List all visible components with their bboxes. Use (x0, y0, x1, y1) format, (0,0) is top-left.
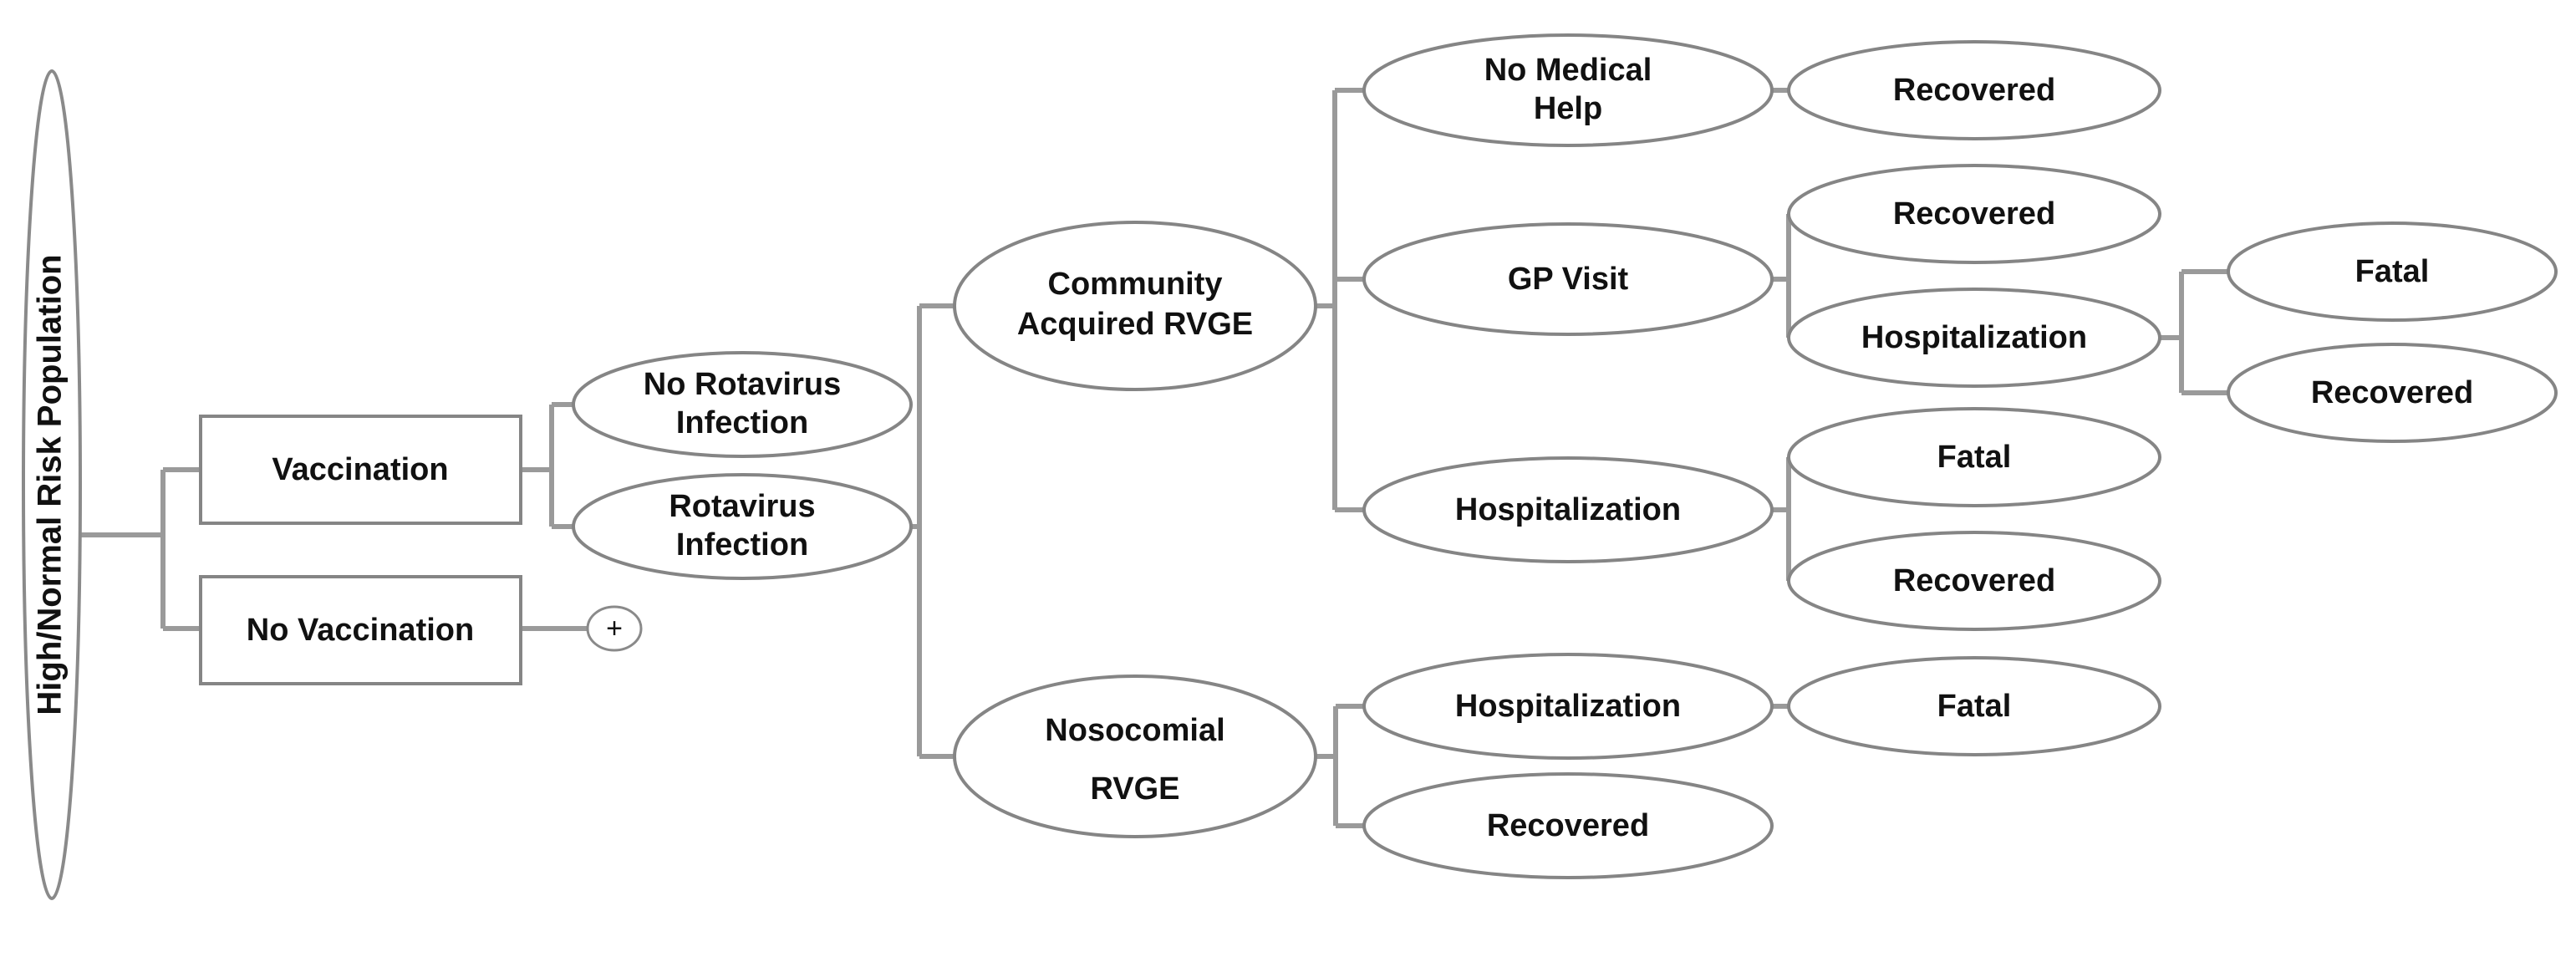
node-nosocomial-recovered[interactable]: Recovered (1362, 772, 1774, 879)
ca-hospitalization-recovered-ellipse-shape (1787, 531, 2161, 631)
vaccination-rect-shape (199, 415, 522, 525)
ca-hospitalization-ellipse-shape (1362, 456, 1774, 563)
no-rotavirus-infection-label-line1: No Rotavirus (644, 367, 841, 402)
node-expand-plus[interactable]: + (586, 605, 643, 652)
ca-hospitalization-recovered-label: Recovered (1893, 563, 2055, 598)
plus-icon: + (606, 613, 623, 644)
gp-visit-label: GP Visit (1508, 262, 1629, 297)
connector-nosocomial-split (1316, 704, 1364, 828)
gp-hospitalization-fatal-label: Fatal (2355, 254, 2430, 289)
nmh-recovered-ellipse-shape (1787, 40, 2161, 140)
gp-recovered-label: Recovered (1893, 196, 2055, 232)
no-medical-help-label-line2: Help (1534, 91, 1602, 126)
connector-vaccination-split (521, 402, 573, 529)
ca-hospitalization-label: Hospitalization (1455, 492, 1681, 527)
node-nosocomial-hospitalization-fatal[interactable]: Fatal (1787, 656, 2161, 756)
no-rotavirus-infection-ellipse-shape (572, 351, 913, 458)
gp-visit-ellipse-shape (1362, 222, 1774, 336)
rotavirus-infection-label-line2: Infection (676, 527, 808, 562)
community-acquired-rvge-label-line1: Community (1048, 267, 1223, 302)
connector-gp-hospitalization-split (2160, 269, 2228, 395)
gp-recovered-ellipse-shape (1787, 164, 2161, 264)
no-medical-help-ellipse-shape (1362, 33, 1774, 147)
node-gp-hospitalization-fatal[interactable]: Fatal (2227, 221, 2558, 322)
node-ca-hospitalization[interactable]: Hospitalization (1362, 456, 1774, 563)
no-rotavirus-infection-label-line2: Infection (676, 405, 808, 440)
no-vaccination-rect-shape (199, 575, 522, 685)
connector-root-split (81, 467, 201, 631)
connector-community-acquired-split (1316, 88, 1364, 512)
ca-hospitalization-fatal-ellipse-shape (1787, 407, 2161, 507)
node-gp-hospitalization[interactable]: Hospitalization (1787, 288, 2161, 388)
node-community-acquired-rvge[interactable]: Community Acquired RVGE (953, 221, 1317, 391)
gp-hospitalization-ellipse-shape (1787, 288, 2161, 388)
nosocomial-rvge-label-line1: Nosocomial (1045, 713, 1224, 748)
no-medical-help-label-line1: No Medical (1484, 53, 1652, 88)
nosocomial-recovered-label: Recovered (1487, 808, 1649, 843)
connector-rotavirus-split (911, 303, 955, 759)
ca-hospitalization-fatal-label: Fatal (1937, 440, 2012, 475)
connector-ca-hospitalization-split (1772, 455, 1791, 583)
node-gp-visit[interactable]: GP Visit (1362, 222, 1774, 336)
gp-hospitalization-label: Hospitalization (1861, 320, 2087, 355)
nosocomial-recovered-ellipse-shape (1362, 772, 1774, 879)
nosocomial-hospitalization-ellipse-shape (1362, 653, 1774, 760)
gp-hospitalization-recovered-ellipse-shape (2227, 343, 2558, 443)
connectors-group (81, 88, 2228, 828)
gp-hospitalization-recovered-label: Recovered (2311, 375, 2473, 410)
nmh-recovered-label: Recovered (1893, 73, 2055, 108)
rotavirus-infection-ellipse-shape (572, 473, 913, 580)
root-ellipse-shape (22, 69, 82, 900)
node-gp-hospitalization-recovered[interactable]: Recovered (2227, 343, 2558, 443)
vaccination-label: Vaccination (272, 452, 448, 487)
node-gp-recovered[interactable]: Recovered (1787, 164, 2161, 264)
root-label: High/Normal Risk Population (32, 254, 69, 715)
node-no-vaccination[interactable]: No Vaccination (199, 575, 522, 685)
nosocomial-hospitalization-fatal-label: Fatal (1937, 689, 2012, 724)
node-nmh-recovered[interactable]: Recovered (1787, 40, 2161, 140)
node-nosocomial-rvge[interactable]: Nosocomial RVGE (953, 674, 1317, 838)
rotavirus-infection-label-line1: Rotavirus (669, 489, 815, 524)
community-acquired-rvge-ellipse-shape (953, 221, 1317, 391)
node-high-normal-risk-population[interactable]: High/Normal Risk Population (22, 69, 82, 900)
node-no-medical-help[interactable]: No Medical Help (1362, 33, 1774, 147)
connector-gp-visit-split (1772, 211, 1791, 340)
node-vaccination[interactable]: Vaccination (199, 415, 522, 525)
node-rotavirus-infection[interactable]: Rotavirus Infection (572, 473, 913, 580)
node-nosocomial-hospitalization[interactable]: Hospitalization (1362, 653, 1774, 760)
nosocomial-hospitalization-label: Hospitalization (1455, 689, 1681, 724)
nosocomial-rvge-ellipse-shape (953, 674, 1317, 838)
plus-ellipse-shape (586, 605, 643, 652)
nosocomial-hospitalization-fatal-ellipse-shape (1787, 656, 2161, 756)
nosocomial-rvge-label-line2: RVGE (1090, 771, 1179, 807)
node-ca-hospitalization-recovered[interactable]: Recovered (1787, 531, 2161, 631)
community-acquired-rvge-label-line2: Acquired RVGE (1017, 307, 1253, 342)
no-vaccination-label: No Vaccination (247, 613, 474, 648)
node-ca-hospitalization-fatal[interactable]: Fatal (1787, 407, 2161, 507)
node-no-rotavirus-infection[interactable]: No Rotavirus Infection (572, 351, 913, 458)
gp-hospitalization-fatal-ellipse-shape (2227, 221, 2558, 322)
